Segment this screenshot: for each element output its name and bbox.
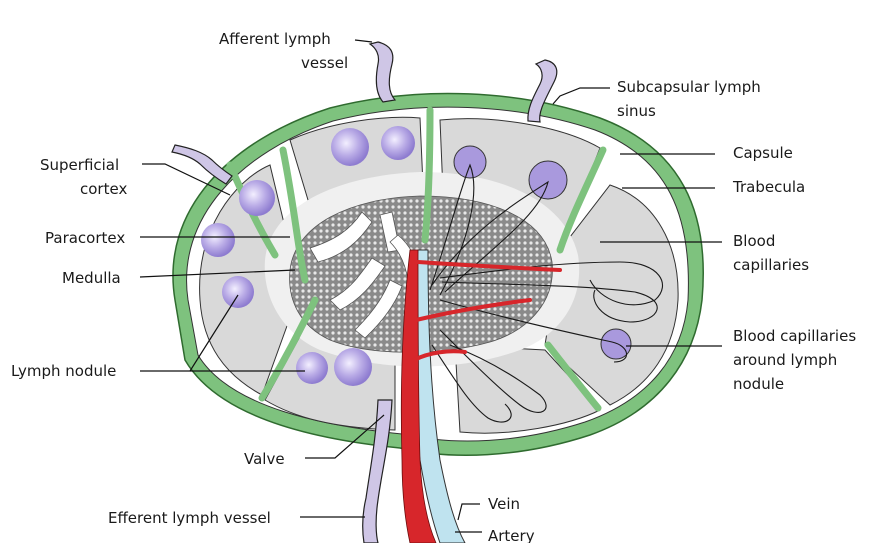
label-subcapsular-sinus-2: sinus	[617, 102, 656, 120]
lymph-nodule	[222, 276, 254, 308]
label-trabecula: Trabecula	[732, 178, 805, 196]
label-bc-around-nodule: Blood capillaries	[733, 327, 856, 345]
label-valve: Valve	[244, 450, 285, 468]
label-bc-around-nodule-2: around lymph	[733, 351, 837, 369]
label-superficial-cortex-2: cortex	[80, 180, 127, 198]
afferent-vessel-shape	[370, 42, 395, 102]
lymph-nodule	[454, 146, 486, 178]
lymph-nodule	[334, 348, 372, 386]
label-vein: Vein	[488, 495, 520, 513]
lymph-nodule	[529, 161, 567, 199]
lymph-nodule	[296, 352, 328, 384]
lymph-nodule	[201, 223, 235, 257]
label-capsule: Capsule	[733, 144, 793, 162]
label-efferent-vessel: Efferent lymph vessel	[108, 509, 271, 527]
afferent-vessel-shape	[172, 145, 232, 184]
label-medulla: Medulla	[62, 269, 121, 287]
label-lymph-nodule: Lymph nodule	[11, 362, 116, 380]
label-blood-capillaries-2: capillaries	[733, 256, 809, 274]
label-blood-capillaries: Blood	[733, 232, 775, 250]
label-afferent-vessel-2: vessel	[301, 54, 348, 72]
lymph-nodule	[381, 126, 415, 160]
label-superficial-cortex: Superficial	[40, 156, 119, 174]
label-paracortex: Paracortex	[45, 229, 125, 247]
label-afferent-vessel: Afferent lymph	[219, 30, 331, 48]
lymph-nodule	[331, 128, 369, 166]
label-bc-around-nodule-3: nodule	[733, 375, 784, 393]
lymph-nodule	[239, 180, 275, 216]
label-artery: Artery	[488, 527, 535, 543]
label-subcapsular-sinus: Subcapsular lymph	[617, 78, 761, 96]
